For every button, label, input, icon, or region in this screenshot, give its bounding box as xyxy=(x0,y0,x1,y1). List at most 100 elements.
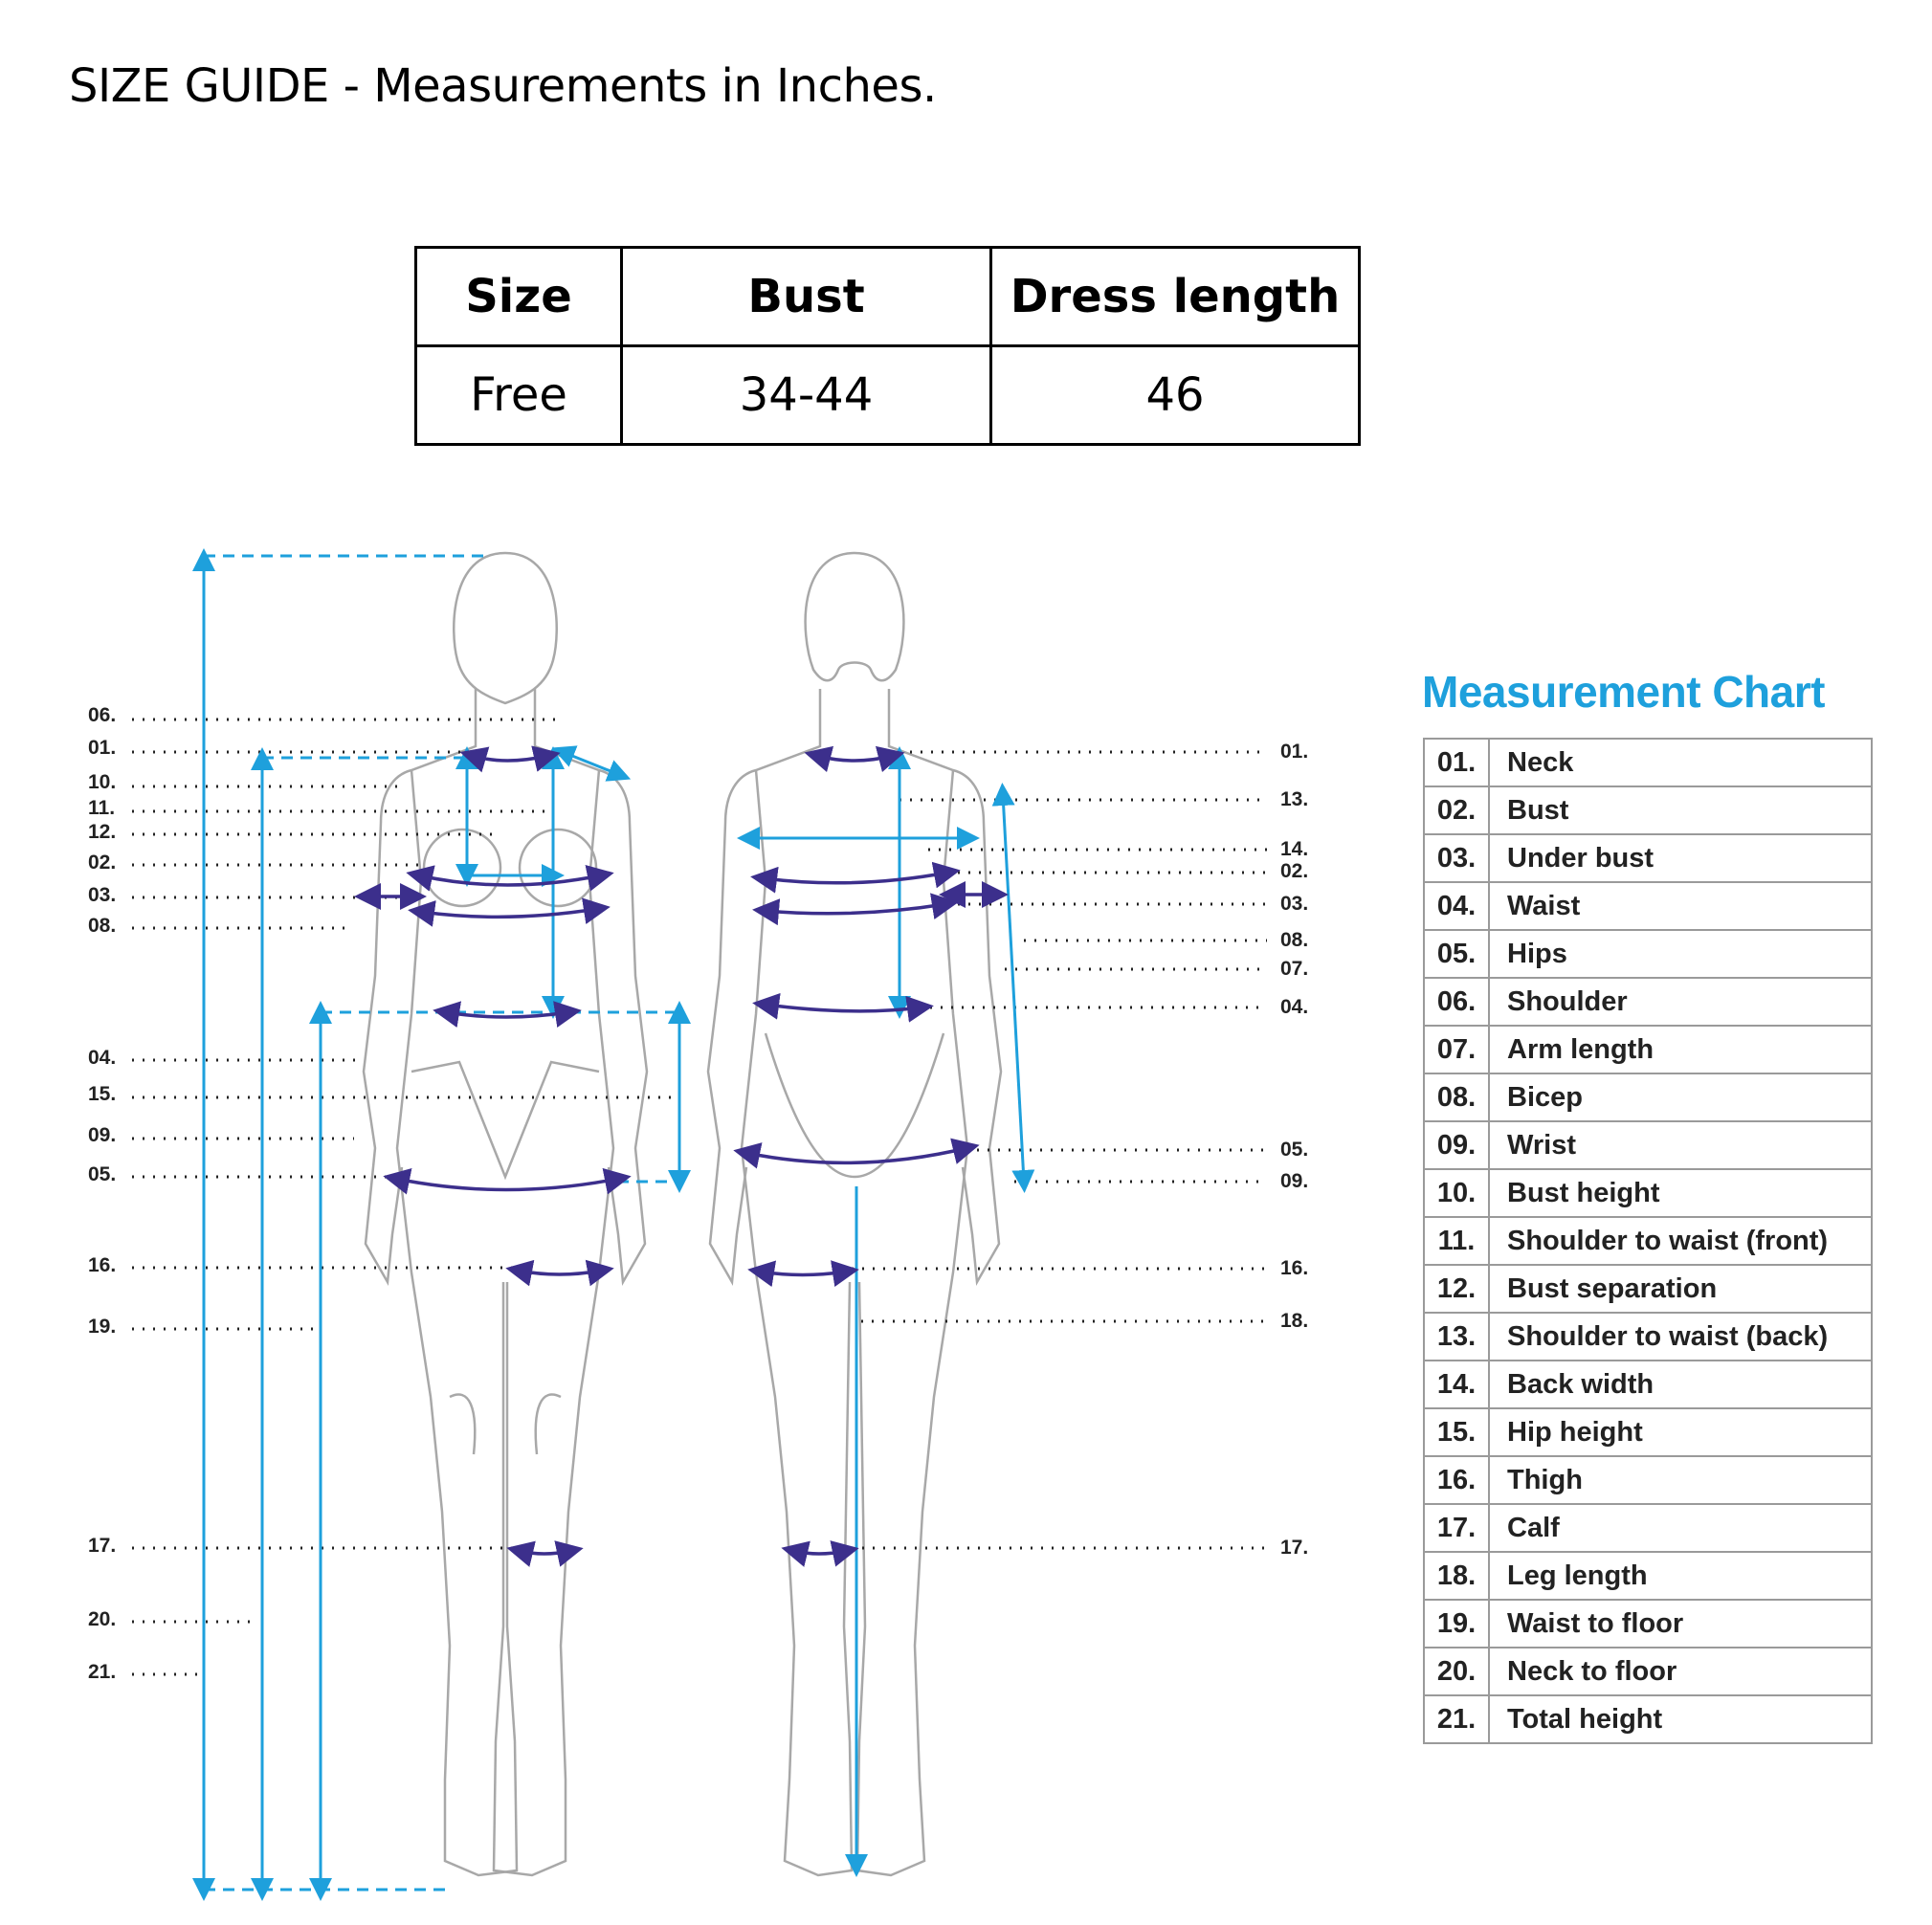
back-label: 02. xyxy=(1280,860,1308,882)
item-label: Hip height xyxy=(1488,1407,1873,1457)
item-label: Thigh xyxy=(1488,1455,1873,1505)
bust-value: 34-44 xyxy=(620,344,992,446)
back-label: 04. xyxy=(1280,996,1308,1018)
front-label: 11. xyxy=(88,797,115,819)
item-label: Shoulder to waist (back) xyxy=(1488,1312,1873,1361)
purple-measure-lines xyxy=(354,745,1009,1567)
item-number: 19. xyxy=(1423,1599,1490,1648)
item-label: Shoulder xyxy=(1488,977,1873,1027)
table-row: 05.Hips xyxy=(1423,929,1873,979)
item-label: Waist to floor xyxy=(1488,1599,1873,1648)
front-label: 03. xyxy=(88,884,116,906)
back-label: 14. xyxy=(1280,838,1308,860)
item-label: Neck to floor xyxy=(1488,1647,1873,1696)
item-label: Arm length xyxy=(1488,1025,1873,1074)
item-number: 05. xyxy=(1423,929,1490,979)
front-label: 20. xyxy=(88,1608,116,1630)
item-number: 04. xyxy=(1423,881,1490,931)
back-label: 07. xyxy=(1280,958,1308,980)
dress-length-value: 46 xyxy=(989,344,1361,446)
item-label: Shoulder to waist (front) xyxy=(1488,1216,1873,1266)
item-number: 02. xyxy=(1423,785,1490,835)
dress-length-header: Dress length xyxy=(989,246,1361,347)
front-label: 01. xyxy=(88,737,116,759)
table-row: 11.Shoulder to waist (front) xyxy=(1423,1216,1873,1266)
table-row: 17.Calf xyxy=(1423,1503,1873,1553)
front-label: 16. xyxy=(88,1254,116,1276)
back-label: 09. xyxy=(1280,1170,1308,1192)
item-number: 10. xyxy=(1423,1168,1490,1218)
front-label: 17. xyxy=(88,1535,116,1557)
item-label: Calf xyxy=(1488,1503,1873,1553)
item-label: Bust separation xyxy=(1488,1264,1873,1314)
size-value: Free xyxy=(414,344,623,446)
front-label: 09. xyxy=(88,1124,116,1146)
front-label: 15. xyxy=(88,1083,116,1105)
size-table-header-row: Size Bust Dress length xyxy=(414,246,1361,347)
blue-dashed-guides xyxy=(204,554,679,1892)
front-label: 04. xyxy=(88,1047,116,1069)
table-row: 16.Thigh xyxy=(1423,1455,1873,1505)
table-row: 02.Bust xyxy=(1423,785,1873,835)
table-row: 07.Arm length xyxy=(1423,1025,1873,1074)
item-number: 21. xyxy=(1423,1694,1490,1744)
item-number: 07. xyxy=(1423,1025,1490,1074)
front-label: 10. xyxy=(88,771,116,793)
item-number: 15. xyxy=(1423,1407,1490,1457)
back-label: 13. xyxy=(1280,788,1308,810)
back-label: 18. xyxy=(1280,1310,1308,1332)
item-label: Hips xyxy=(1488,929,1873,979)
back-label: 03. xyxy=(1280,893,1308,915)
item-label: Bust height xyxy=(1488,1168,1873,1218)
item-number: 17. xyxy=(1423,1503,1490,1553)
table-row: 14.Back width xyxy=(1423,1360,1873,1409)
table-row: 12.Bust separation xyxy=(1423,1264,1873,1314)
back-leader-lines xyxy=(852,750,1267,1550)
table-row: 21.Total height xyxy=(1423,1694,1873,1744)
front-label: 02. xyxy=(88,852,116,874)
item-number: 08. xyxy=(1423,1073,1490,1122)
item-label: Wrist xyxy=(1488,1120,1873,1170)
item-number: 01. xyxy=(1423,738,1490,787)
front-label: 08. xyxy=(88,915,116,937)
table-row: 15.Hip height xyxy=(1423,1407,1873,1457)
table-row: 18.Leg length xyxy=(1423,1551,1873,1601)
item-number: 20. xyxy=(1423,1647,1490,1696)
back-label: 17. xyxy=(1280,1537,1308,1559)
page-title: SIZE GUIDE - Measurements in Inches. xyxy=(69,59,937,113)
table-row: 06.Shoulder xyxy=(1423,977,1873,1027)
front-label: 19. xyxy=(88,1316,116,1338)
front-label: 12. xyxy=(88,821,116,843)
size-header: Size xyxy=(414,246,623,347)
item-label: Waist xyxy=(1488,881,1873,931)
item-number: 09. xyxy=(1423,1120,1490,1170)
table-row: 20.Neck to floor xyxy=(1423,1647,1873,1696)
table-row: 10.Bust height xyxy=(1423,1168,1873,1218)
item-label: Under bust xyxy=(1488,833,1873,883)
item-label: Bust xyxy=(1488,785,1873,835)
back-label: 01. xyxy=(1280,741,1308,763)
back-label: 16. xyxy=(1280,1257,1308,1279)
table-row: 08.Bicep xyxy=(1423,1073,1873,1122)
item-number: 18. xyxy=(1423,1551,1490,1601)
table-row: 04.Waist xyxy=(1423,881,1873,931)
item-number: 03. xyxy=(1423,833,1490,883)
item-number: 13. xyxy=(1423,1312,1490,1361)
back-figure-labels: 01. 13. 14. 02. 03. 08. 07. 04. 05. 09. … xyxy=(1280,741,1308,1559)
item-label: Neck xyxy=(1488,738,1873,787)
measurement-chart-table: 01.Neck 02.Bust 03.Under bust 04.Waist 0… xyxy=(1423,738,1873,1744)
item-label: Leg length xyxy=(1488,1551,1873,1601)
back-figure xyxy=(706,551,1003,1877)
table-row: 19.Waist to floor xyxy=(1423,1599,1873,1648)
front-label: 21. xyxy=(88,1661,116,1683)
item-number: 06. xyxy=(1423,977,1490,1027)
item-number: 12. xyxy=(1423,1264,1490,1314)
front-label: 05. xyxy=(88,1163,116,1185)
table-row: 03.Under bust xyxy=(1423,833,1873,883)
item-number: 14. xyxy=(1423,1360,1490,1409)
item-number: 11. xyxy=(1423,1216,1490,1266)
table-row: 09.Wrist xyxy=(1423,1120,1873,1170)
back-label: 08. xyxy=(1280,929,1308,951)
table-row: 01.Neck xyxy=(1423,738,1873,787)
front-figure-labels: 06. 01. 10. 11. 12. 02. 03. 08. 04. 15. … xyxy=(88,704,116,1683)
